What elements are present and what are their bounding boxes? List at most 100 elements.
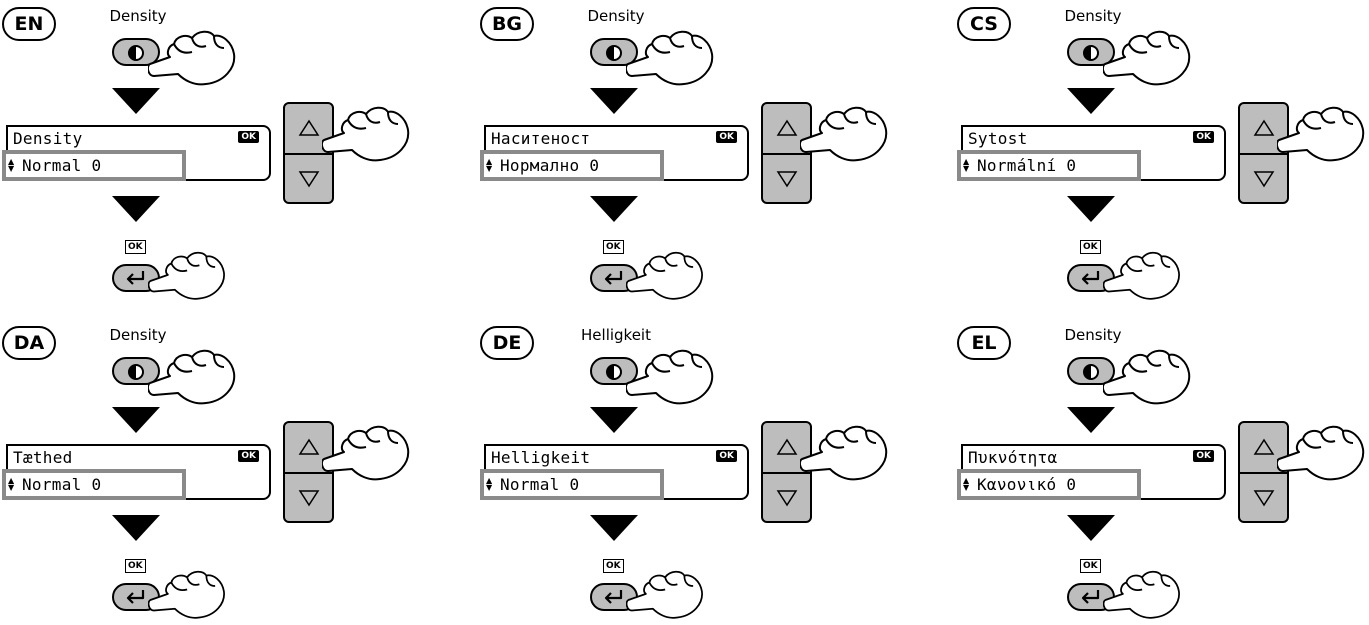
triangle-down-icon [776, 171, 798, 188]
lcd-selected-value: Normal 0 [22, 475, 102, 494]
pointing-hand-icon [626, 251, 703, 300]
triangle-up-icon [298, 438, 320, 455]
pointing-hand-icon [1103, 251, 1180, 300]
ok-key-label: OK [125, 240, 146, 254]
pointing-hand-icon [322, 106, 410, 162]
up-down-arrows-icon: ▲▼ [8, 476, 15, 492]
triangle-up-icon [776, 119, 798, 136]
lcd-title: Helligkeit [491, 448, 591, 467]
enter-return-icon [604, 271, 623, 285]
key-pad-divider [763, 472, 810, 474]
ok-key-label: OK [603, 240, 624, 254]
triangle-down-icon [1253, 490, 1275, 507]
flow-arrow-down [590, 88, 638, 114]
ok-indicator-badge: OK [238, 450, 259, 462]
ok-key-label: OK [125, 559, 146, 573]
triangle-down-icon [298, 490, 320, 507]
pointing-hand-icon [626, 349, 714, 405]
flow-arrow-down [1067, 407, 1115, 433]
key-pad-divider [285, 472, 332, 474]
pointing-hand-icon [1277, 425, 1365, 481]
ok-indicator-badge: OK [238, 131, 259, 143]
up-down-key-pad[interactable] [1238, 102, 1289, 204]
triangle-up-icon [1253, 119, 1275, 136]
up-down-arrows-icon: ▲▼ [963, 476, 970, 492]
pointing-hand-icon [148, 30, 236, 86]
flow-arrow-down [112, 515, 160, 541]
density-key-label: Density [587, 7, 645, 25]
lcd-selection-row[interactable]: ▲▼ Normal 0 [2, 150, 186, 181]
density-key-label: Density [1064, 7, 1122, 25]
flow-arrow-down [590, 407, 638, 433]
density-key-button[interactable] [112, 357, 160, 385]
density-key-button[interactable] [1067, 357, 1115, 385]
lcd-title: Sytost [968, 129, 1028, 148]
lcd-selection-row[interactable]: ▲▼ Нормално 0 [480, 150, 664, 181]
lcd-title: Πυκνότητα [968, 448, 1058, 467]
up-down-arrows-icon: ▲▼ [486, 476, 493, 492]
pointing-hand-icon [800, 106, 888, 162]
up-down-key-pad[interactable] [283, 102, 334, 204]
density-key-label: Density [109, 326, 167, 344]
density-key-label: Helligkeit [581, 326, 651, 344]
key-pad-divider [285, 153, 332, 155]
ok-indicator-badge: OK [1193, 131, 1214, 143]
enter-return-icon [604, 590, 623, 604]
language-badge: EL [957, 326, 1011, 360]
flow-arrow-down [1067, 515, 1115, 541]
pointing-hand-icon [1277, 106, 1365, 162]
ok-key-label: OK [1080, 559, 1101, 573]
up-down-arrows-icon: ▲▼ [963, 157, 970, 173]
enter-return-icon [1081, 590, 1100, 604]
language-panel-en: EN Density Density OK ▲▼ Normal 0 [0, 0, 420, 300]
up-down-key-pad[interactable] [761, 102, 812, 204]
contrast-half-circle-icon [606, 45, 622, 61]
lcd-selected-value: Нормално 0 [500, 156, 600, 175]
flow-arrow-down [590, 196, 638, 222]
key-pad-divider [1240, 472, 1287, 474]
up-down-arrows-icon: ▲▼ [486, 157, 493, 173]
contrast-half-circle-icon [128, 45, 144, 61]
pointing-hand-icon [148, 251, 225, 300]
up-down-key-pad[interactable] [761, 421, 812, 523]
lcd-selection-row[interactable]: ▲▼ Κανονικό 0 [957, 469, 1141, 500]
contrast-half-circle-icon [1083, 364, 1099, 380]
lcd-selection-row[interactable]: ▲▼ Normal 0 [2, 469, 186, 500]
language-badge: BG [480, 7, 534, 41]
pointing-hand-icon [626, 30, 714, 86]
contrast-half-circle-icon [1083, 45, 1099, 61]
key-pad-divider [1240, 153, 1287, 155]
pointing-hand-icon [1103, 30, 1191, 86]
language-panel-cs: CS Density Sytost OK ▲▼ Normální 0 [955, 0, 1369, 300]
lcd-title: Наситеност [491, 129, 591, 148]
pointing-hand-icon [148, 349, 236, 405]
lcd-selected-value: Normal 0 [500, 475, 580, 494]
up-down-key-pad[interactable] [1238, 421, 1289, 523]
pointing-hand-icon [800, 425, 888, 481]
language-panel-el: EL Density Πυκνότητα OK ▲▼ Κανονικό 0 [955, 319, 1369, 619]
ok-indicator-badge: OK [716, 131, 737, 143]
language-badge: CS [957, 7, 1011, 41]
density-key-button[interactable] [590, 38, 638, 66]
lcd-selected-value: Normal 0 [22, 156, 102, 175]
lcd-selection-row[interactable]: ▲▼ Normal 0 [480, 469, 664, 500]
lcd-selected-value: Normální 0 [977, 156, 1077, 175]
enter-return-icon [1081, 271, 1100, 285]
triangle-down-icon [776, 490, 798, 507]
up-down-key-pad[interactable] [283, 421, 334, 523]
density-key-button[interactable] [112, 38, 160, 66]
language-panel-bg: BG Density Наситеност OK ▲▼ Нормално 0 [478, 0, 898, 300]
language-panel-de: DE Helligkeit Helligkeit OK ▲▼ Normal 0 [478, 319, 898, 619]
lcd-title: Density [13, 129, 83, 148]
density-key-button[interactable] [590, 357, 638, 385]
ok-key-label: OK [603, 559, 624, 573]
ok-key-label: OK [1080, 240, 1101, 254]
lcd-selection-row[interactable]: ▲▼ Normální 0 [957, 150, 1141, 181]
enter-return-icon [126, 271, 145, 285]
pointing-hand-icon [322, 425, 410, 481]
enter-return-icon [126, 590, 145, 604]
triangle-up-icon [776, 438, 798, 455]
density-key-button[interactable] [1067, 38, 1115, 66]
triangle-up-icon [1253, 438, 1275, 455]
key-pad-divider [763, 153, 810, 155]
